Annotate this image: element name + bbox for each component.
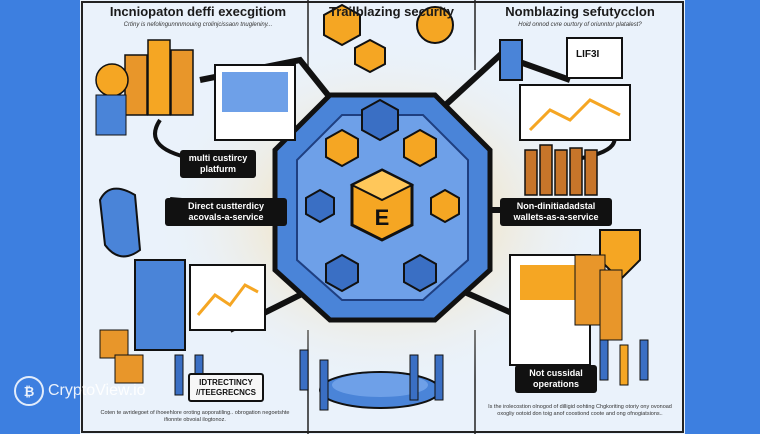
people-figures — [174, 339, 649, 411]
label-multi-custody: multi custircy platfurm — [180, 150, 256, 178]
lifi-badge: LIF3I — [570, 46, 606, 64]
bitcoin-logo-icon: ₿ — [14, 376, 44, 406]
panel-subtitle-right: Hoid onnod cvre ourtory of oriunntor pla… — [518, 22, 642, 28]
svg-text:E: E — [375, 205, 390, 230]
mouse-icon — [98, 187, 142, 258]
infographic-poster: E — [80, 0, 685, 434]
bitcoin-icon — [499, 39, 523, 81]
panel-title-right: Nomblazing sefutycclon — [505, 4, 655, 19]
watermark: ₿ CryptoView.io — [14, 376, 146, 406]
hex-tiles — [305, 98, 460, 293]
panel-title-left: Incniopaton deffi execgitiom — [109, 4, 287, 19]
panel-subtitle-left: Crtiny is nefolingunnnmouing crolinjciss… — [123, 22, 273, 28]
watermark-text: CryptoView.io — [48, 382, 146, 399]
central-cube-icon: E — [349, 168, 415, 242]
coin-stacks-icon — [95, 39, 194, 116]
chart-screen-icon — [519, 84, 631, 141]
poster-border — [81, 1, 684, 433]
label-operations: Not cussidal operations — [515, 365, 597, 393]
footer-text-left: Coten te avridegoet of ihoeehlore orotin… — [100, 410, 290, 424]
label-direct-custody: Direct custterdicy acovals-a-service — [165, 198, 287, 226]
server-columns-icon — [524, 144, 598, 196]
security-coins-icon — [323, 3, 454, 74]
footer-text-right: Is the irolecostion olnogod of dilligid … — [488, 404, 672, 418]
label-integrations: IDTRECTINCY //TEEGRECNCS — [188, 373, 264, 403]
building-icon — [134, 259, 186, 351]
illustration: E — [81, 0, 684, 434]
label-non-custodial: Non-dinitiadadstal wallets-as-a-service — [500, 198, 612, 226]
panel-title-center: Trailblazing security — [329, 4, 454, 19]
trend-screen-icon — [189, 264, 266, 331]
